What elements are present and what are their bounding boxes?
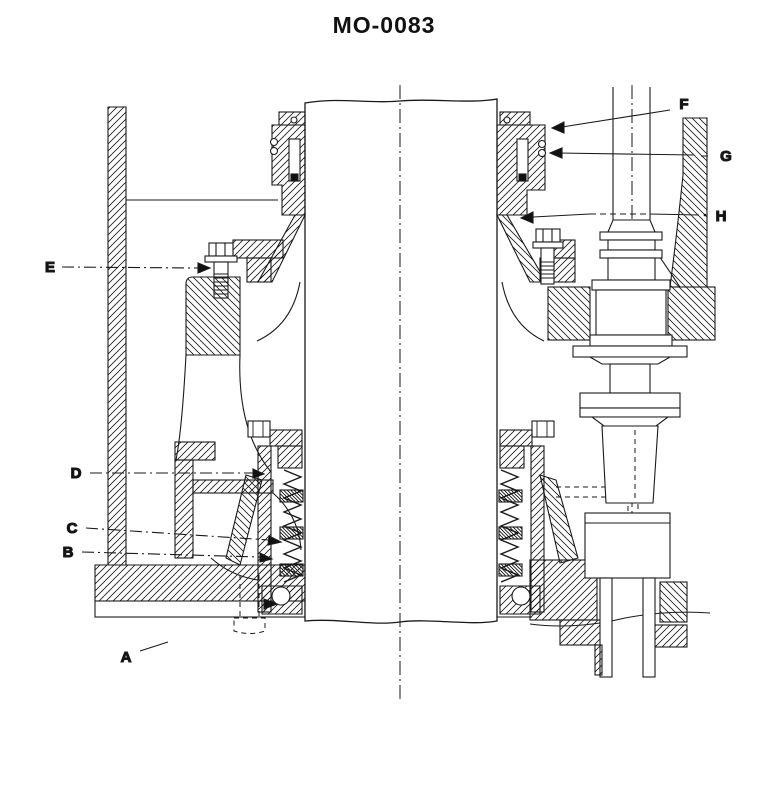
callout-b-label: B <box>63 544 74 561</box>
upper-gland-left <box>232 111 306 283</box>
mounting-plate-right <box>547 249 716 341</box>
flow-arrow <box>263 598 279 610</box>
arrowhead-b <box>259 552 274 563</box>
callout-c-label: C <box>67 520 78 537</box>
callout-g-label: G <box>720 148 732 165</box>
figure-title: MO-0083 <box>332 12 436 38</box>
lower-seal-right <box>498 420 639 615</box>
arrowhead-c <box>267 535 283 546</box>
shaft <box>304 85 498 700</box>
arrowhead-d <box>252 468 266 479</box>
callout-h-label: H <box>716 208 727 225</box>
callout-e-label: E <box>45 259 55 276</box>
arrowhead-e <box>197 262 212 274</box>
arrowhead-f <box>550 121 565 134</box>
rod-assembly <box>572 85 688 678</box>
gland-bolt-right <box>532 228 564 285</box>
lower-seal-left <box>247 420 304 615</box>
spring-left <box>282 469 303 583</box>
spring-right <box>499 469 520 583</box>
callout-a-label: A <box>121 649 132 666</box>
callouts: F G H E D C B <box>44 95 732 666</box>
housing-left <box>174 276 302 581</box>
callout-d-label: D <box>71 465 82 482</box>
arrowhead-h <box>519 211 534 224</box>
arrowhead-g <box>548 147 563 159</box>
callout-f-label: F <box>679 96 688 113</box>
upper-gland-right <box>496 111 576 342</box>
